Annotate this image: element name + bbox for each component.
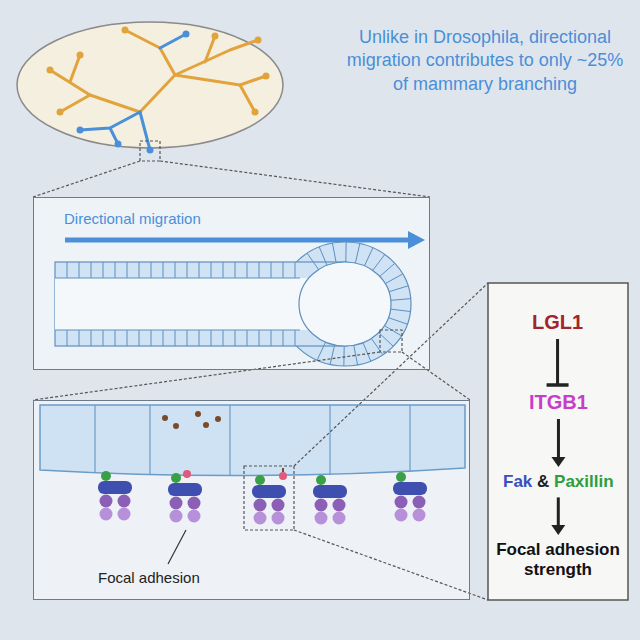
pathway-text: Fak — [503, 472, 532, 491]
pathway-text: & — [537, 472, 549, 491]
pathway-connector — [551, 419, 565, 467]
pathway-connector — [551, 497, 565, 535]
panel-box: Focal adhesion — [33, 400, 470, 600]
connector-line — [557, 497, 560, 527]
connector-line — [557, 419, 560, 459]
pathway-text: ITGB1 — [529, 391, 588, 413]
pathway-node: Fak & Paxillin — [503, 472, 614, 492]
inhibition-bar — [547, 383, 569, 387]
pathway-node: LGL1 — [532, 310, 583, 334]
pathway-text: Paxillin — [554, 472, 614, 491]
pathway-text: LGL1 — [532, 311, 583, 333]
pathway-connector — [547, 339, 569, 385]
arrow-head — [551, 525, 565, 535]
title-text: Unlike in Drosophila, directional migrat… — [345, 26, 625, 96]
pathway-text: Focal adhesion strength — [496, 540, 620, 579]
panel-label: Focal adhesion — [98, 569, 200, 586]
panel-box: Directional migration — [33, 197, 430, 370]
panel-label: Directional migration — [64, 210, 201, 227]
connector-line — [556, 339, 559, 385]
pathway-node: ITGB1 — [529, 390, 588, 414]
arrow-head — [551, 457, 565, 467]
pathway-node: Focal adhesion strength — [491, 540, 625, 581]
